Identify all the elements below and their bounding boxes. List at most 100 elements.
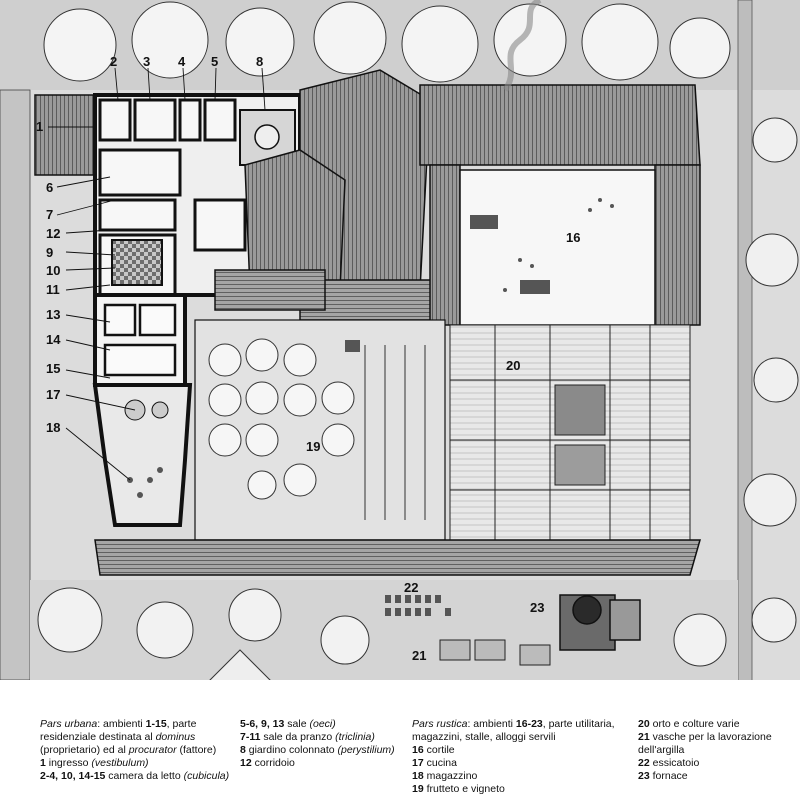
legend-text: 5-6, 9, 13 xyxy=(240,718,285,730)
legend-text: ingresso xyxy=(45,757,92,769)
kiln xyxy=(559,594,641,651)
legend-line: 2-4, 10, 14-15 camera da letto (cubicula… xyxy=(40,770,229,783)
legend-line: 16 cortile xyxy=(412,744,615,757)
legend-text: sale da pranzo xyxy=(260,731,336,743)
callout-1: 1 xyxy=(36,119,43,134)
legend-text: dominus xyxy=(155,731,196,743)
legend-text: sale xyxy=(284,718,310,730)
legend-col-pars-rustica: Pars rustica: ambienti 16-23, parte util… xyxy=(412,718,615,796)
legend-text: 2-4, 10, 14-15 xyxy=(40,770,106,782)
legend-text: (fattore) xyxy=(176,744,217,756)
callout-19: 19 xyxy=(306,439,320,454)
legend-text: 17 xyxy=(412,757,424,769)
legend-line: Pars urbana: ambienti 1-15, parte xyxy=(40,718,229,731)
tree-row-right xyxy=(743,117,799,643)
tree-row-top xyxy=(43,1,731,83)
central-roofs xyxy=(214,69,461,321)
callout-22: 22 xyxy=(404,580,418,595)
legend-text: dell'argilla xyxy=(638,744,685,756)
callout-2: 2 xyxy=(110,54,117,69)
legend-text: frutteto e vigneto xyxy=(423,783,505,795)
legend-text: 12 xyxy=(240,757,252,769)
legend-line: residenziale destinata al dominus xyxy=(40,731,229,744)
callout-7: 7 xyxy=(46,207,53,222)
legend-line: 21 vasche per la lavorazione xyxy=(638,731,772,744)
legend-text: cucina xyxy=(423,757,457,769)
legend-text: Pars urbana xyxy=(40,718,98,730)
legend-text: camera da letto xyxy=(105,770,184,782)
legend-text: 23 xyxy=(638,770,650,782)
callout-23: 23 xyxy=(530,600,544,615)
callout-20: 20 xyxy=(506,358,520,373)
clay-tanks xyxy=(439,639,551,666)
callout-18: 18 xyxy=(46,420,60,435)
legend-line: Pars rustica: ambienti 16-23, parte util… xyxy=(412,718,615,731)
legend-text: Pars rustica xyxy=(412,718,468,730)
legend-text: 1-15 xyxy=(145,718,167,730)
legend-line: 20 orto e colture varie xyxy=(638,718,772,731)
legend-text: 16 xyxy=(412,744,424,756)
legend-text: cortile xyxy=(423,744,455,756)
portico-roof xyxy=(94,539,701,576)
legend-text: 19 xyxy=(412,783,424,795)
legend-line: 8 giardino colonnato (perystilium) xyxy=(240,744,395,757)
legend-line: (proprietario) ed al procurator (fattore… xyxy=(40,744,229,757)
bottom-trees xyxy=(37,587,727,667)
legend-text: residenziale destinata al xyxy=(40,731,156,743)
legend-text: procurator xyxy=(128,744,177,756)
legend-text: 16-23 xyxy=(515,718,543,730)
legend-text: corridoio xyxy=(251,757,295,769)
legend-line: 22 essicatoio xyxy=(638,757,772,770)
legend-text: magazzini, stalle, alloggi servili xyxy=(412,731,556,743)
callout-10: 10 xyxy=(46,263,60,278)
legend-line: 7-11 sale da pranzo (triclinia) xyxy=(240,731,395,744)
legend-text: , parte utilitaria, xyxy=(542,718,615,730)
legend-text: , parte xyxy=(166,718,197,730)
legend-text: 8 xyxy=(240,744,246,756)
legend-line: 17 cucina xyxy=(412,757,615,770)
legend-text: orto e colture varie xyxy=(649,718,740,730)
legend-text: (triclinia) xyxy=(335,731,375,743)
legend-text: 20 xyxy=(638,718,650,730)
vegetable-fields xyxy=(449,324,691,541)
callout-16: 16 xyxy=(566,230,580,245)
legend-text: fornace xyxy=(649,770,688,782)
callout-17: 17 xyxy=(46,387,60,402)
callout-14: 14 xyxy=(46,332,61,347)
legend-line: 12 corridoio xyxy=(240,757,395,770)
legend-text: vasche per la lavorazione xyxy=(649,731,772,743)
callout-9: 9 xyxy=(46,245,53,260)
legend-text: giardino colonnato xyxy=(245,744,338,756)
callout-5: 5 xyxy=(211,54,218,69)
legend-text: 1 xyxy=(40,757,46,769)
callout-6: 6 xyxy=(46,180,53,195)
legend-col-pars-urbana-rooms: 5-6, 9, 13 sale (oeci)7-11 sale da pranz… xyxy=(240,718,395,770)
callout-13: 13 xyxy=(46,307,60,322)
legend-text: 7-11 xyxy=(240,731,261,743)
legend-text: essicatoio xyxy=(649,757,700,769)
callout-21: 21 xyxy=(412,648,426,663)
courtyard xyxy=(459,169,656,326)
leader-lines xyxy=(48,67,266,481)
legend-line: 18 magazzino xyxy=(412,770,615,783)
legend-line: dell'argilla xyxy=(638,744,772,757)
callout-12: 12 xyxy=(46,226,60,241)
legend-text: 21 xyxy=(638,731,650,743)
legend-text: : ambienti xyxy=(97,718,146,730)
callout-4: 4 xyxy=(178,54,186,69)
legend-text: 18 xyxy=(412,770,424,782)
legend-line: 23 fornace xyxy=(638,770,772,783)
legend-text: (proprietario) ed al xyxy=(40,744,129,756)
legend-line: 1 ingresso (vestibulum) xyxy=(40,757,229,770)
orchard-trees xyxy=(208,338,355,500)
legend-text: : ambienti xyxy=(467,718,516,730)
legend-line: 19 frutteto e vigneto xyxy=(412,783,615,796)
callout-8: 8 xyxy=(256,54,263,69)
callout-11: 11 xyxy=(46,282,60,297)
villa-illustration: 1 2 3 4 5 8 6 7 12 9 10 11 13 14 15 17 1… xyxy=(0,0,800,700)
legend-text: (perystilium) xyxy=(337,744,395,756)
legend-text: (cubicula) xyxy=(183,770,230,782)
